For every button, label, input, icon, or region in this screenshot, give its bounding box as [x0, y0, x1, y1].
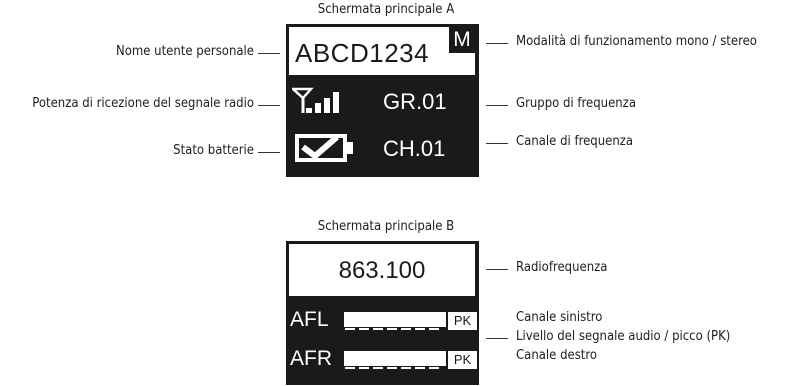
leader-channel [486, 143, 508, 144]
left-level-bar [344, 312, 446, 327]
user-name-text: ABCD1234 [295, 38, 430, 68]
left-level-meter: PK [344, 312, 477, 330]
leader-battery [258, 152, 280, 153]
battery-icon [295, 134, 353, 162]
leader-frequency [486, 269, 508, 270]
right-peak-label: PK [448, 351, 477, 369]
annotation-left-channel: Canale sinistro [516, 310, 603, 325]
leader-group [486, 105, 508, 106]
right-level-meter: PK [344, 351, 477, 369]
leader-mode [486, 43, 508, 44]
signal-strength-icon [292, 87, 339, 113]
annotation-group: Gruppo di frequenza [516, 96, 636, 111]
mode-badge: M [449, 27, 475, 53]
leader-signal [258, 105, 280, 106]
annotation-channel: Canale di frequenza [516, 134, 634, 149]
right-channel-label: AFR [290, 347, 332, 370]
leader-level [486, 338, 508, 339]
screen-a-display: ABCD1234 M GR.01 CH.01 [286, 24, 479, 177]
frequency-channel-text: CH.01 [383, 136, 446, 161]
screen-b-display: 863.100 AFL PK AFR PK [286, 241, 479, 385]
left-peak-label: PK [448, 312, 477, 330]
right-level-scale [345, 367, 443, 369]
screen-b-caption: Schermata principale B [317, 219, 455, 234]
annotation-mode: Modalità di funzionamento mono / stereo [516, 34, 757, 49]
annotation-frequency: Radiofrequenza [516, 260, 608, 275]
screen-a-caption: Schermata principale A [317, 2, 455, 17]
leader-user-name [258, 53, 280, 54]
annotation-battery: Stato batterie [173, 143, 254, 158]
frequency-text: 863.100 [338, 257, 426, 284]
annotation-signal: Potenza di ricezione del segnale radio [32, 96, 254, 111]
right-level-bar [344, 351, 446, 366]
annotation-user-name: Nome utente personale [115, 44, 254, 59]
left-channel-label: AFL [290, 308, 329, 331]
annotation-audio-level: Livello del segnale audio / picco (PK) [516, 329, 731, 344]
frequency-field: 863.100 [289, 244, 475, 296]
left-level-scale [345, 328, 443, 330]
annotation-right-channel: Canale destro [516, 348, 598, 363]
user-name-field: ABCD1234 [289, 27, 475, 75]
frequency-group-text: GR.01 [383, 89, 447, 114]
